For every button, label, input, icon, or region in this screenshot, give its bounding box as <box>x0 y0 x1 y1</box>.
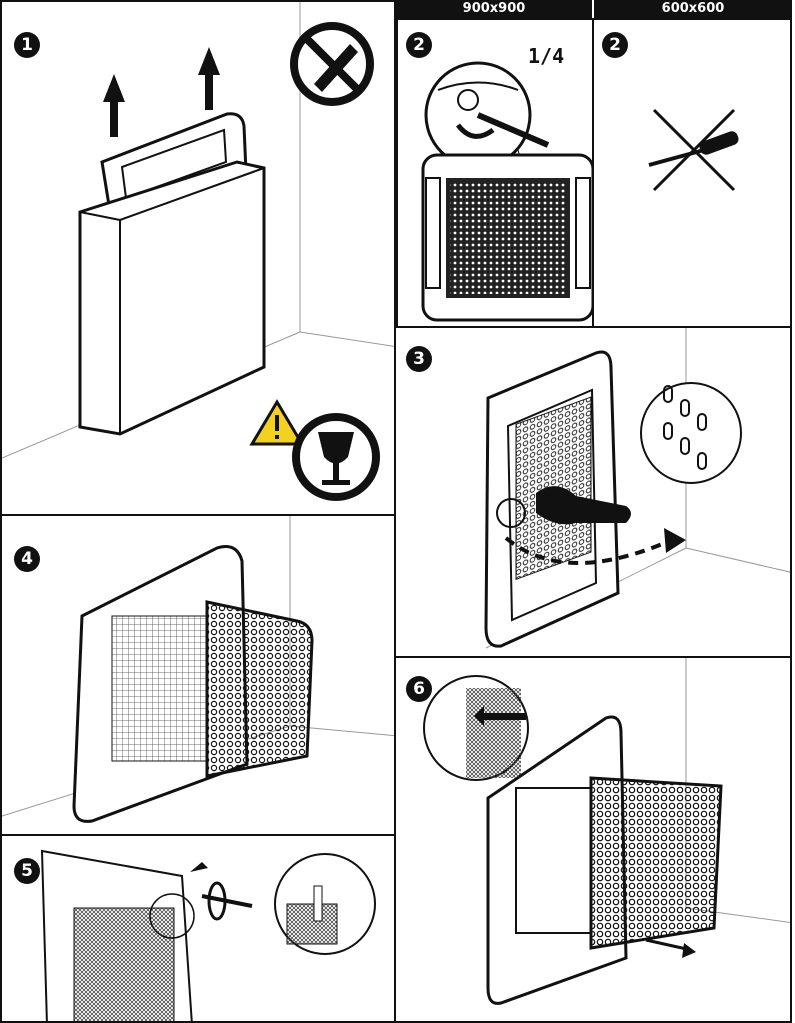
no-cutter-icon <box>290 22 374 106</box>
panel-step-4: 4 <box>0 514 396 836</box>
step-badge-6: 6 <box>406 676 432 702</box>
panel-step-5: 5 <box>0 834 396 1023</box>
step-4-illustration <box>2 516 394 823</box>
panel-step-3: 3 <box>394 326 792 658</box>
step-badge-3: 3 <box>406 346 432 372</box>
step-6-illustration <box>423 658 790 1005</box>
header-900: 900x900 <box>396 0 592 18</box>
step-5-illustration <box>40 849 376 1021</box>
header-600: 600x600 <box>594 0 792 18</box>
step-badge-2a: 2 <box>406 32 432 58</box>
fragile-glass-icon <box>292 413 380 501</box>
step-badge-4: 4 <box>14 546 40 572</box>
panel-step-1: 1 <box>0 0 396 516</box>
panel-step-2-900: 2 1/4 <box>396 18 594 328</box>
step-badge-2b: 2 <box>602 32 628 58</box>
step-badge-5: 5 <box>14 858 40 884</box>
step-2-900-illustration <box>421 61 592 322</box>
rotation-label: 1/4 <box>528 44 565 68</box>
step-1-illustration <box>2 2 394 501</box>
step-badge-1: 1 <box>14 32 40 58</box>
step-3-illustration <box>484 328 790 649</box>
panel-step-6: 6 <box>394 656 792 1023</box>
no-screwdriver-icon <box>648 108 739 192</box>
warning-triangle-icon <box>249 399 305 446</box>
panel-step-2-600: 2 <box>592 18 792 328</box>
